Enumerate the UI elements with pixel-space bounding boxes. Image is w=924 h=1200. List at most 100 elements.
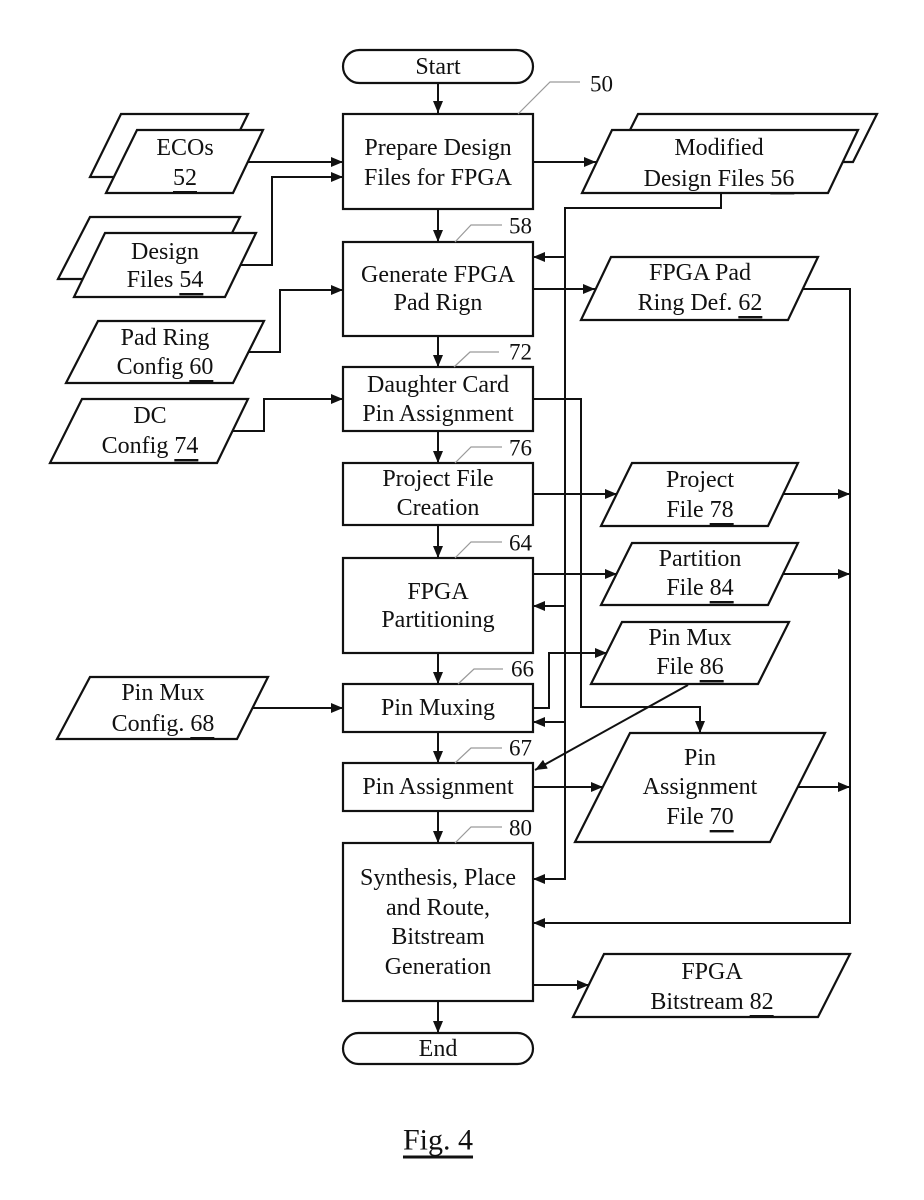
- data-ref-line: Ring Def. 62: [638, 290, 763, 316]
- process-box: [341, 461, 535, 527]
- reference-numeral: 64: [509, 531, 533, 556]
- data-ref-line: File 84: [666, 575, 733, 601]
- data-label-text: Bitstream: [650, 989, 749, 1015]
- data-ref-line: File 86: [656, 654, 723, 680]
- output-fpga-pad-ring-def: FPGA Pad Ring Def. 62: [579, 255, 820, 322]
- reference-numeral: 67: [509, 736, 532, 761]
- reference-numeral: 56: [770, 166, 794, 192]
- output-pin-assignment-file: Pin Assignment File 70: [573, 731, 827, 844]
- data-label-line: FPGA: [681, 959, 743, 985]
- data-shape: [579, 255, 820, 322]
- output-pin-mux-file: Pin Mux File 86: [589, 620, 791, 686]
- pad-ring-def-return-to-synthesis: [533, 288, 851, 928]
- output-modified-design-files: Modified Design Files 56: [580, 112, 879, 195]
- data-label-text: File: [666, 804, 709, 830]
- step-prepare-design-files: Prepare Design Files for FPGA 50: [341, 72, 613, 211]
- step-synthesis-place-route: Synthesis, Place and Route, Bitstream Ge…: [341, 816, 535, 1003]
- data-shape: [589, 620, 791, 686]
- reference-leader-line: [454, 541, 502, 559]
- step-label-line: Pad Rign: [394, 290, 483, 316]
- process-box: [341, 112, 535, 211]
- reference-numeral: 78: [710, 497, 734, 523]
- data-label-text: File: [666, 497, 709, 523]
- reference-leader-line: [517, 81, 580, 115]
- step-generate-pad-ring: Generate FPGA Pad Rign 58: [341, 214, 535, 338]
- data-label-line: DC: [133, 403, 166, 429]
- data-shape: [48, 397, 250, 465]
- data-label-line: Design: [131, 239, 199, 265]
- step-label-line: Creation: [397, 495, 480, 521]
- step-fpga-partitioning: FPGA Partitioning 64: [341, 531, 535, 655]
- arrow-dc-config-to-dc-pin: [232, 394, 343, 432]
- data-label-line: FPGA Pad: [649, 260, 751, 286]
- input-dc-config: DC Config 74: [48, 397, 250, 465]
- data-ref-line: 52: [173, 165, 197, 191]
- step-label-line: Generation: [385, 954, 492, 980]
- reference-numeral: 76: [509, 436, 532, 461]
- process-box: [341, 841, 535, 1003]
- step-label-line: Generate FPGA: [361, 262, 516, 288]
- connectors: [232, 83, 851, 1033]
- data-ref-line: Design Files 56: [644, 166, 795, 192]
- data-ref-line: File 78: [666, 497, 733, 523]
- reference-leader-line: [454, 224, 502, 243]
- process-box: [341, 365, 535, 433]
- data-label-line: Partition: [659, 546, 742, 572]
- reference-numeral: 70: [710, 804, 734, 830]
- step-project-file-creation: Project File Creation 76: [341, 436, 535, 527]
- data-label-line: Pin Mux: [121, 680, 204, 706]
- step-label-line: FPGA: [407, 579, 469, 605]
- step-label-line: Project File: [382, 466, 493, 492]
- data-shape: [55, 675, 270, 741]
- arrow-pin-mux-file-to-pin-assignment: [534, 684, 689, 771]
- modified-files-trunk-to-synthesis: [533, 193, 722, 884]
- data-label-line: Assignment: [643, 774, 758, 800]
- step-label-line: Pin Assignment: [362, 774, 514, 800]
- input-pin-mux-config: Pin Mux Config. 68: [55, 675, 270, 741]
- start-terminal-shape: [341, 48, 535, 85]
- data-label-text: Config.: [112, 711, 191, 737]
- data-ref-line: Config 60: [117, 354, 214, 380]
- reference-numeral: 50: [590, 72, 613, 97]
- arrow-pin-muxing-to-pin-mux-file: [533, 648, 607, 709]
- reference-numeral: 80: [509, 816, 532, 841]
- reference-leader-line: [453, 351, 499, 368]
- arrow-pad-ring-config-to-pad-ring: [249, 285, 343, 353]
- reference-numeral: 82: [750, 989, 774, 1015]
- step-label-line: Synthesis, Place: [360, 865, 516, 891]
- output-partition-file: Partition File 84: [599, 541, 800, 607]
- process-box: [341, 682, 535, 734]
- data-shape: [573, 731, 827, 844]
- data-label-line: ECOs: [156, 135, 213, 161]
- data-shape: [599, 541, 800, 607]
- input-ecos: ECOs 52: [88, 112, 265, 195]
- process-box: [341, 556, 535, 655]
- reference-numeral: 68: [190, 711, 214, 737]
- reference-numeral: 54: [179, 267, 203, 293]
- data-label-text: Config: [117, 354, 190, 380]
- reference-numeral: 52: [173, 165, 197, 191]
- reference-numeral: 84: [710, 575, 734, 601]
- step-pin-assignment: Pin Assignment 67: [341, 736, 535, 813]
- step-label-line: Pin Muxing: [381, 695, 495, 721]
- reference-leader-line: [454, 826, 502, 844]
- terminal-start: Start: [341, 48, 535, 85]
- end-terminal-shape: [341, 1031, 535, 1066]
- step-label-line: Pin Assignment: [362, 401, 514, 427]
- data-shape: [580, 128, 860, 195]
- reference-leader-line: [457, 668, 503, 685]
- data-shape: [104, 128, 265, 195]
- data-ref-line: Bitstream 82: [650, 989, 773, 1015]
- data-label-text: Ring Def.: [638, 290, 739, 316]
- data-label-text: File: [666, 575, 709, 601]
- data-label-line: Pad Ring: [121, 325, 210, 351]
- process-box: [341, 761, 535, 813]
- data-label-text: File: [656, 654, 699, 680]
- reference-numeral: 86: [700, 654, 724, 680]
- arrow-design-files-to-prepare: [240, 172, 343, 266]
- reference-leader-line: [454, 747, 502, 764]
- data-label-text: Config: [102, 433, 175, 459]
- data-label-line: Project: [666, 467, 734, 493]
- reference-leader-line: [454, 446, 502, 464]
- reference-numeral: 72: [509, 340, 532, 365]
